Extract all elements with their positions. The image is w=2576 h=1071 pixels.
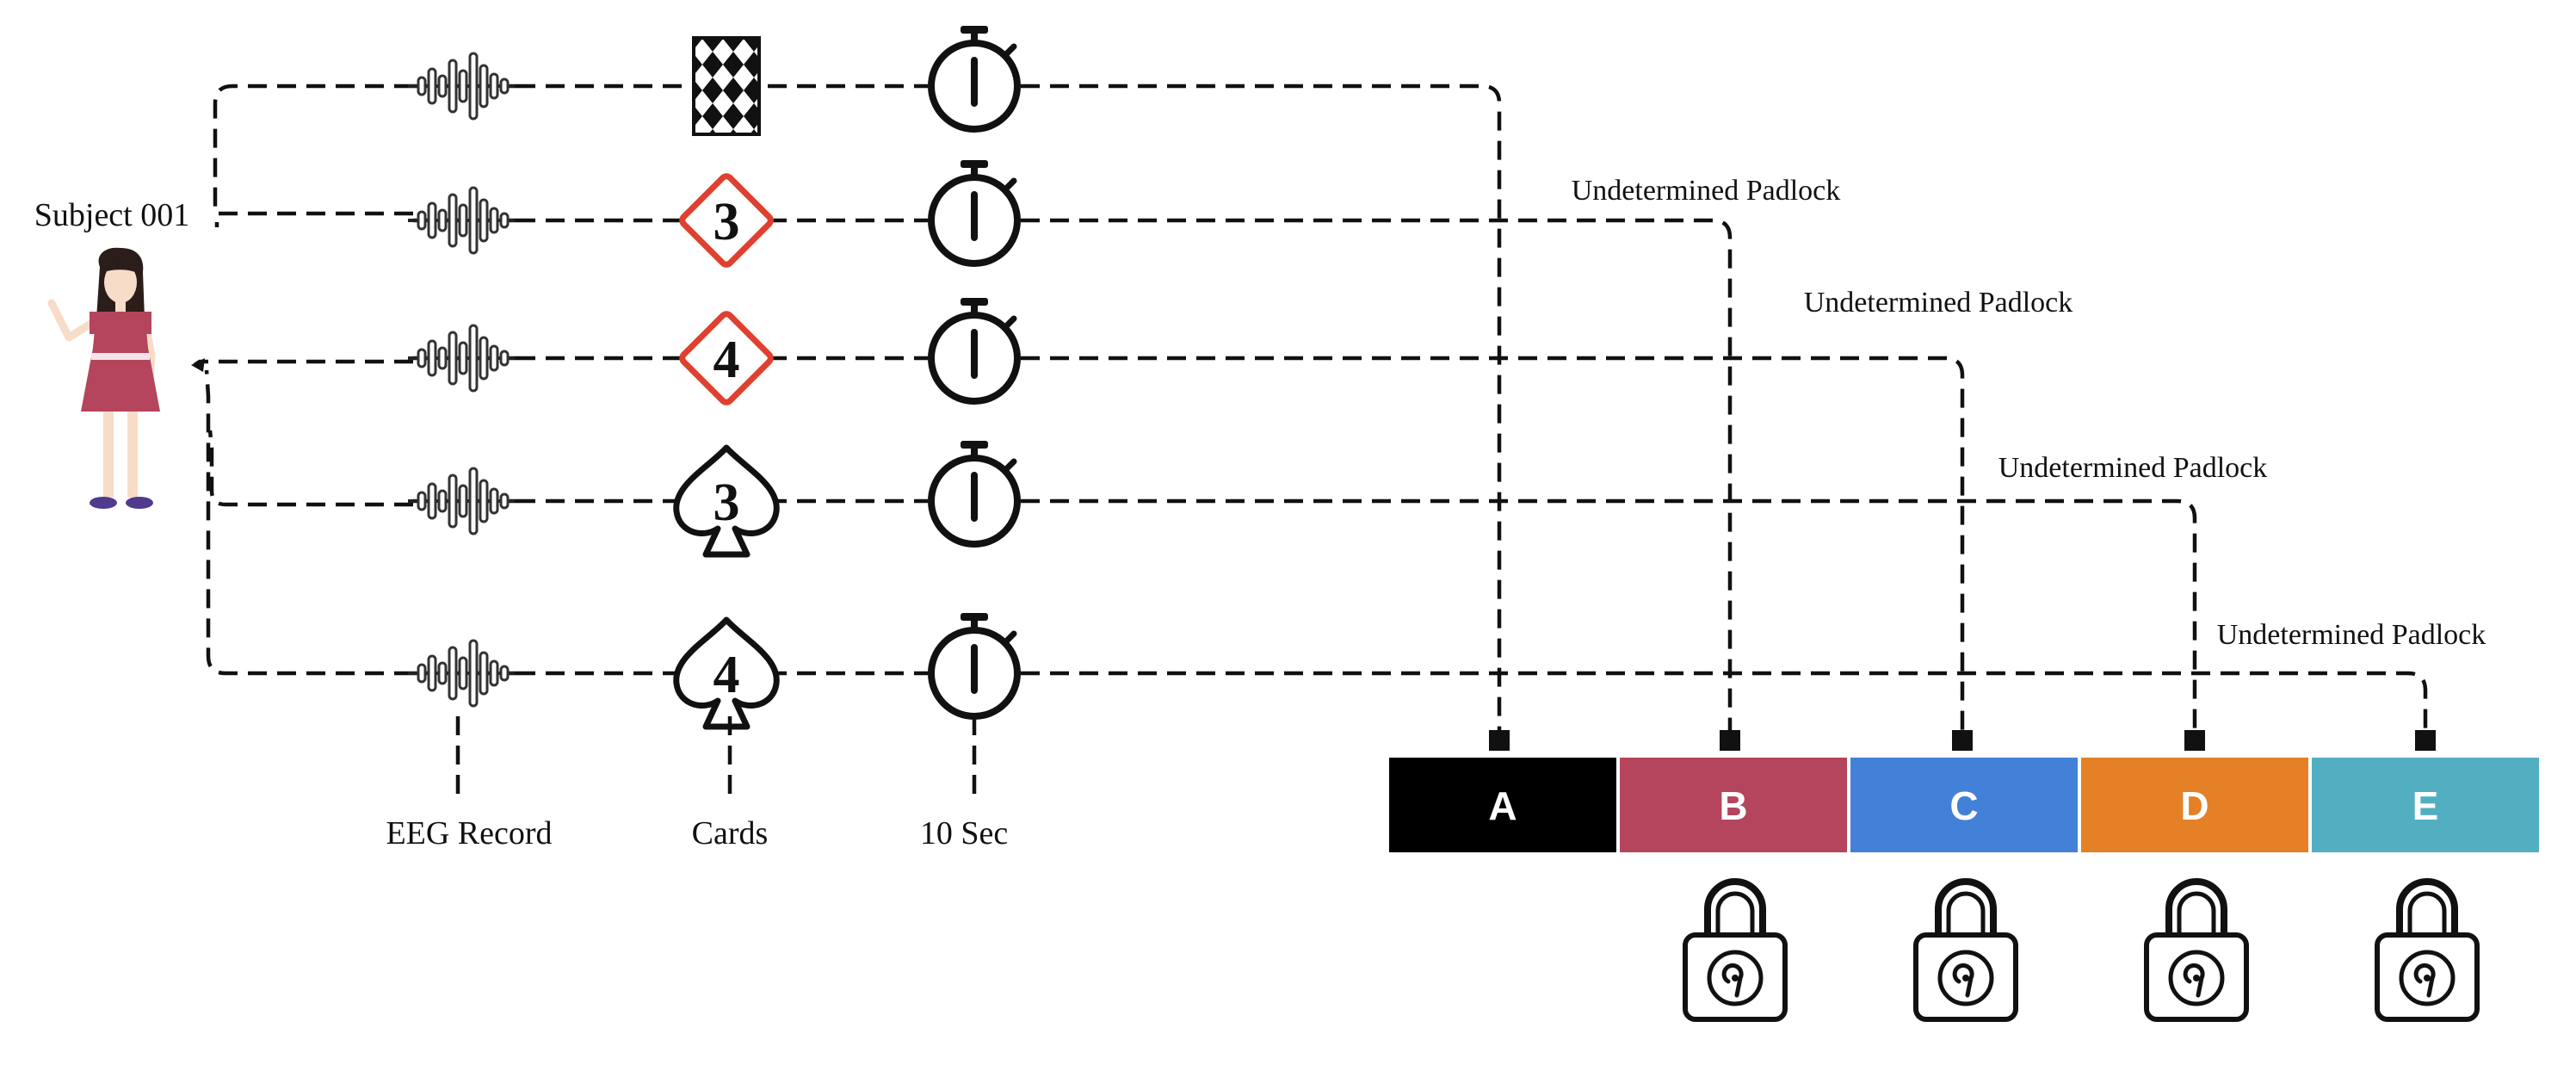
padlock-icon	[2377, 882, 2477, 1019]
box-connector	[1021, 356, 1965, 734]
column-footers: EEG Record Cards 10 Sec	[386, 716, 1008, 851]
trial-row	[406, 26, 1510, 751]
card-value: 3	[713, 193, 740, 251]
box-b: B	[1620, 758, 1847, 1019]
cards-label: Cards	[692, 815, 769, 851]
subject-figure	[47, 247, 160, 509]
trial-rows: 3 4 3 4	[406, 26, 2436, 751]
padlock-icon	[1685, 882, 1785, 1019]
box-label: C	[1949, 783, 1978, 828]
trial-row: 3	[406, 441, 2205, 751]
card-icon: 3	[676, 448, 777, 554]
timer-label: 10 Sec	[920, 815, 1008, 851]
box-connector	[1021, 218, 1733, 734]
box-e: E	[2312, 758, 2539, 1019]
trial-row: 3	[406, 160, 1740, 751]
subject-label: Subject 001	[34, 197, 189, 233]
box-row: A B C D E	[1389, 758, 2539, 1019]
padlock-label: Undetermined Padlock	[1804, 287, 2073, 319]
waveform-icon	[406, 186, 516, 255]
card-icon: 4	[680, 312, 772, 404]
box-a: A	[1389, 758, 1616, 852]
connector-terminal	[1720, 730, 1740, 751]
padlock-label: Undetermined Padlock	[1998, 452, 2268, 484]
waveform-icon	[406, 324, 516, 393]
box-label: B	[1719, 783, 1747, 828]
waveform-icon	[406, 467, 516, 536]
padlock-label: Undetermined Padlock	[2217, 619, 2486, 651]
stopwatch-icon	[931, 26, 1017, 129]
padlock-icon	[1916, 882, 2016, 1019]
box-label: E	[2412, 783, 2439, 828]
box-connector	[1021, 498, 2197, 734]
eeg-record-label: EEG Record	[386, 815, 552, 851]
padlock-icon	[2147, 882, 2246, 1019]
card-icon: 4	[676, 620, 777, 727]
box-label: D	[2180, 783, 2208, 828]
card-icon	[692, 36, 761, 136]
card-value: 3	[713, 474, 740, 532]
box-d: D	[2081, 758, 2308, 1019]
stopwatch-icon	[931, 298, 1017, 401]
subject-connectors	[191, 84, 413, 676]
trial-row: 4	[406, 613, 2436, 751]
card-value: 4	[713, 646, 740, 704]
waveform-icon	[406, 639, 516, 708]
stopwatch-icon	[931, 613, 1017, 716]
stopwatch-icon	[931, 441, 1017, 544]
waveform-icon	[406, 52, 516, 121]
box-connector	[1021, 84, 1502, 734]
box-c: C	[1850, 758, 2078, 1019]
connector-terminal	[2415, 730, 2436, 751]
connector-terminal	[2184, 730, 2205, 751]
card-value: 4	[713, 331, 740, 389]
stopwatch-icon	[931, 160, 1017, 263]
padlock-label: Undetermined Padlock	[1572, 175, 1841, 207]
box-connector	[1021, 671, 2428, 734]
connector-terminal	[1489, 730, 1510, 751]
box-label: A	[1488, 783, 1517, 828]
connector-terminal	[1952, 730, 1973, 751]
trial-row: 4	[406, 298, 1973, 751]
card-icon: 3	[680, 174, 772, 266]
